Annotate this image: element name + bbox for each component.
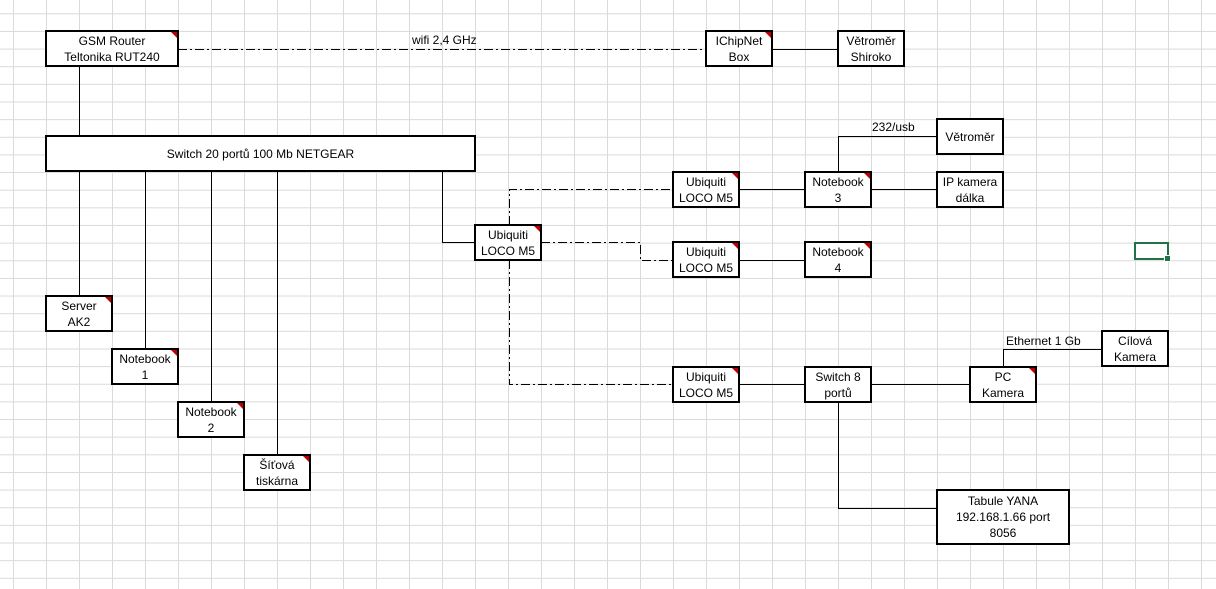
node-label-line: IChipNet xyxy=(715,33,763,48)
node-label-line: Switch 8 xyxy=(815,369,861,384)
node-label-line: LOCO M5 xyxy=(678,190,733,205)
node-label-line: Server xyxy=(61,298,97,313)
ethernet-label: Ethernet 1 Gb xyxy=(1006,334,1081,348)
node-switch-20[interactable]: Switch 20 portů 100 Mb NETGEAR xyxy=(45,135,476,172)
node-label-line: Notebook xyxy=(119,351,171,366)
node-label-line: Tabule YANA xyxy=(967,494,1039,508)
node-label-line: LOCO M5 xyxy=(678,385,733,400)
node-label-line: 8056 xyxy=(989,526,1017,540)
node-label-line: Šíťová xyxy=(259,457,295,472)
node-label-line: LOCO M5 xyxy=(480,243,535,258)
wireless-link-mid xyxy=(541,242,673,261)
node-label-line: Větroměr xyxy=(945,129,995,144)
node-label-line: GSM Router xyxy=(78,33,146,48)
line-nb3-vetromer xyxy=(838,136,937,172)
node-label-line: IP kamera xyxy=(942,174,998,189)
node-label-line: Cílová xyxy=(1117,333,1152,348)
node-label-line: Ubiquiti xyxy=(685,244,727,259)
node-label-line: Notebook xyxy=(185,404,237,419)
wireless-link-top xyxy=(509,189,673,225)
usb-label: 232/usb xyxy=(872,120,915,134)
node-label-line: 3 xyxy=(834,190,842,205)
node-label-line: Notebook xyxy=(812,174,864,189)
node-label-line: Ubiquiti xyxy=(685,369,727,384)
node-label-line: portů xyxy=(824,385,852,400)
node-label-line: 192.168.1.66 port xyxy=(955,510,1051,524)
node-label-line: Shiroko xyxy=(850,49,892,64)
line-switch-ubq xyxy=(442,171,475,243)
node-tabule-yana[interactable]: Tabule YANA 192.168.1.66 port 8056 xyxy=(936,489,1070,545)
node-vetromer[interactable]: Větroměr xyxy=(936,118,1004,155)
node-label-line: dálka xyxy=(955,190,985,205)
node-label-line: Kamera xyxy=(981,385,1025,400)
wireless-link-bot xyxy=(509,260,673,385)
node-label-line: Box xyxy=(728,49,750,64)
node-label-line: Větroměr xyxy=(846,33,896,48)
node-label-line: Ubiquiti xyxy=(685,174,727,189)
node-label-line: Switch 20 portů 100 Mb NETGEAR xyxy=(166,146,355,161)
node-label-line: 2 xyxy=(207,420,215,435)
selected-cell[interactable] xyxy=(1134,242,1171,262)
node-label-line: PC xyxy=(994,369,1012,384)
node-label-line: 1 xyxy=(141,367,149,382)
node-label-line: 4 xyxy=(834,260,842,275)
node-label-line: Notebook xyxy=(812,244,864,259)
node-label-line: AK2 xyxy=(67,314,91,329)
node-label-line: Ubiquiti xyxy=(487,227,529,242)
node-label-line: Teltonika RUT240 xyxy=(64,49,160,64)
line-switch8-tabule xyxy=(838,402,937,509)
node-label-line: Kamera xyxy=(1113,349,1157,364)
node-label-line: tiskárna xyxy=(255,473,299,488)
wifi-label: wifi 2,4 GHz xyxy=(412,33,477,47)
node-label-line: LOCO M5 xyxy=(678,260,733,275)
line-pc-cilova xyxy=(1003,349,1102,367)
